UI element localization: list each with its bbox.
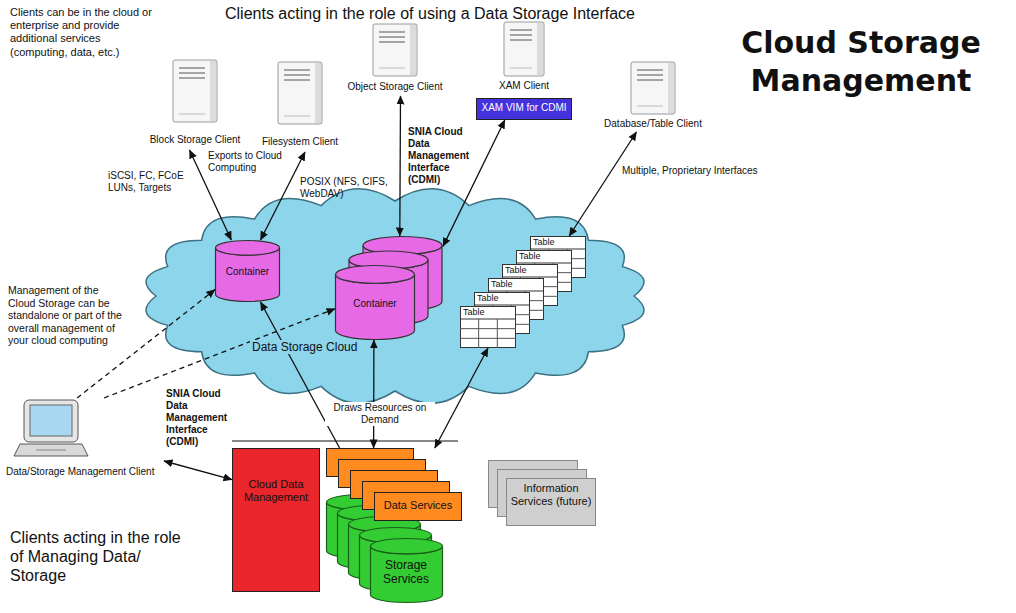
connector-arrow (435, 348, 488, 448)
note-text: Clients can be in the cloud or enterpris… (10, 6, 152, 59)
node-label: XAM Client (476, 80, 572, 92)
node-label: Block Storage Client (140, 134, 250, 146)
node-label: Data/Storage Management Client (6, 466, 164, 478)
note-text: Clients acting in the role of Managing D… (10, 528, 195, 586)
node-label: Table (533, 237, 583, 248)
edge-label-wrap: iSCSI, FC, FCoE LUNs, Targets (108, 170, 188, 194)
node-label-wrap: Storage Services (370, 558, 442, 587)
connector-arrow (190, 150, 232, 240)
client-server: Database/Table Client (598, 62, 708, 132)
node-label: Object Storage Client (340, 81, 450, 93)
node-label-wrap: Container (215, 266, 280, 278)
node-label: Table (477, 293, 527, 304)
node-label-wrap: Container (335, 298, 415, 310)
edge-label-wrap: SNIA Cloud Data Management Interface (CD… (408, 126, 480, 186)
rect-shape (232, 448, 320, 592)
edge-label: iSCSI, FC, FCoE LUNs, Targets (108, 170, 188, 194)
note-text: Management of the Cloud Storage can be s… (8, 284, 126, 347)
node-label-wrap: Table (477, 293, 527, 304)
node-label-wrap: Filesystem Client (250, 136, 350, 148)
node-label-wrap: Cloud Data Management (234, 478, 318, 504)
node-label: Cloud Data Management (234, 478, 318, 504)
connector-arrow (399, 96, 401, 236)
note-text-wrap: Management of the Cloud Storage can be s… (8, 284, 126, 347)
dashed-connector (104, 309, 335, 398)
node-label: XAM VIM for CDMI (476, 102, 572, 114)
node-label: Container (335, 298, 415, 310)
services-stack: Data Services (326, 448, 462, 522)
node-label-wrap: Table (533, 237, 583, 248)
node-label-wrap: Information Services (future) (506, 482, 596, 508)
connector-arrow (569, 132, 636, 236)
node-label: Filesystem Client (250, 136, 350, 148)
note-text: Exports to Cloud Computing (208, 150, 286, 174)
edge-label-wrap: POSIX (NFS, CIFS, WebDAV) (300, 176, 392, 200)
client-server: Block Storage Client (140, 60, 250, 150)
node-label-wrap: Data/Storage Management Client (6, 466, 164, 478)
node-label: Table (463, 307, 513, 318)
storage-cloud: Data Storage CloudContainerContainerTabl… (140, 185, 650, 407)
note-text-wrap: Clients acting in the role of using a Da… (185, 4, 675, 23)
node-label: Information Services (future) (506, 482, 596, 508)
node-label: Data Storage Cloud (250, 340, 370, 354)
connector-arrow (373, 340, 375, 448)
container-cylinder: Container (215, 240, 280, 302)
edge-label-wrap: SNIA Cloud Data Management Interface (CD… (166, 388, 232, 448)
container-stack: Container (335, 236, 443, 340)
node-label: Table (505, 265, 555, 276)
node-label: Container (215, 266, 280, 278)
edge-label: SNIA Cloud Data Management Interface (CD… (166, 388, 232, 448)
slide-title-wrap: Cloud Storage Management (712, 24, 1010, 99)
connector-arrow (261, 152, 306, 240)
client-server: XAM ClientXAM VIM for CDMI (476, 22, 572, 120)
client-server: Object Storage Client (340, 24, 450, 96)
future-stack: Information Services (future) (488, 460, 596, 526)
node-label-wrap: Block Storage Client (140, 134, 250, 146)
slide-title: Cloud Storage Management (712, 24, 1010, 99)
node-label-wrap: Table (505, 265, 555, 276)
edge-label-wrap: Draws Resources on Demand (325, 402, 435, 426)
node-label-wrap: Table (519, 251, 569, 262)
note-text-wrap: Clients can be in the cloud or enterpris… (10, 6, 152, 59)
node-label-wrap: Table (491, 279, 541, 290)
note-text: Clients acting in the role of using a Da… (185, 4, 675, 23)
management-box: Cloud Data Management (232, 448, 320, 592)
connector-arrow (164, 461, 232, 480)
connector-arrow (261, 302, 340, 448)
client-server: Filesystem Client (250, 62, 350, 152)
edge-label: Multiple, Proprietary Interfaces (622, 165, 797, 177)
edge-label: Draws Resources on Demand (325, 402, 435, 426)
cyls-shape (335, 236, 443, 340)
node-label: Table (519, 251, 569, 262)
node-label-wrap: XAM VIM for CDMI (476, 102, 572, 114)
node-label: Data Services (374, 499, 462, 512)
node-label: Storage Services (370, 558, 442, 587)
management-laptop: Data/Storage Management Client (6, 398, 164, 482)
vim-box: XAM VIM for CDMI (476, 98, 572, 120)
node-label: Database/Table Client (598, 118, 708, 130)
node-label: Table (491, 279, 541, 290)
node-label-wrap: Database/Table Client (598, 118, 708, 130)
node-label-wrap: Data Storage Cloud (250, 340, 370, 354)
note-text-wrap: Exports to Cloud Computing (208, 150, 286, 174)
edge-label: POSIX (NFS, CIFS, WebDAV) (300, 176, 392, 200)
node-label-wrap: Object Storage Client (340, 81, 450, 93)
node-label-wrap: Table (463, 307, 513, 318)
edge-label: SNIA Cloud Data Management Interface (CD… (408, 126, 480, 186)
node-label-wrap: XAM Client (476, 80, 572, 92)
note-text-wrap: Clients acting in the role of Managing D… (10, 528, 195, 586)
table-icon: Table (460, 306, 516, 348)
node-label-wrap: Data Services (374, 499, 462, 512)
edge-label-wrap: Multiple, Proprietary Interfaces (622, 165, 797, 177)
connector-arrow (443, 120, 505, 246)
